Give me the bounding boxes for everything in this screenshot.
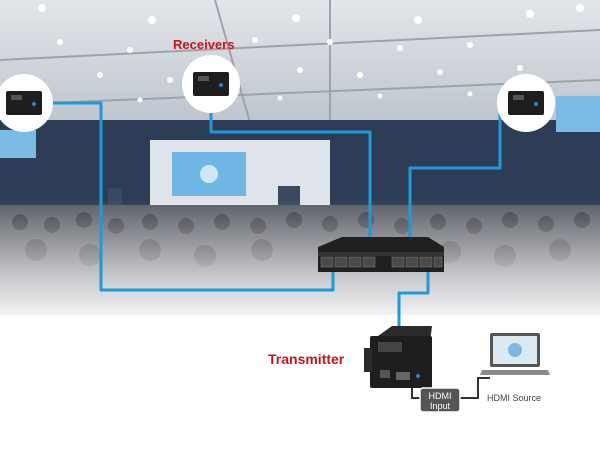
network-switch-icon [318, 237, 444, 272]
cable-transmitter [397, 272, 430, 330]
transmitter-label: Transmitter [268, 351, 345, 367]
receiver-device-icon [193, 72, 229, 96]
white-fade [0, 200, 600, 325]
receivers-label: Receivers [173, 37, 235, 52]
receiver-left [0, 74, 53, 132]
ceiling-beams [0, 0, 600, 141]
hdmi-cable [411, 372, 490, 399]
receiver-device-icon [508, 91, 544, 115]
transmitter-device-icon [364, 326, 432, 388]
transmitter-flange [364, 348, 372, 372]
side-screen-left [0, 130, 36, 158]
side-screen-right [556, 96, 600, 132]
receiver-right [497, 74, 555, 132]
receiver-center [182, 55, 240, 113]
cable-receiver-right [408, 112, 502, 240]
hdmi-input-label: HDMI Input [428, 391, 452, 411]
laptop-base [480, 370, 550, 375]
ceiling-lights [38, 4, 584, 103]
cables [44, 101, 502, 330]
hdmi-source-label: HDMI Source [487, 393, 542, 403]
laptop-icon [480, 333, 550, 375]
cable-receiver-center [209, 112, 372, 240]
switch-ports [320, 256, 443, 268]
screen-logo [200, 165, 218, 183]
receiver-device-icon [6, 91, 42, 115]
cable-receiver-left [44, 101, 335, 292]
hdmi-input-badge [419, 387, 461, 413]
